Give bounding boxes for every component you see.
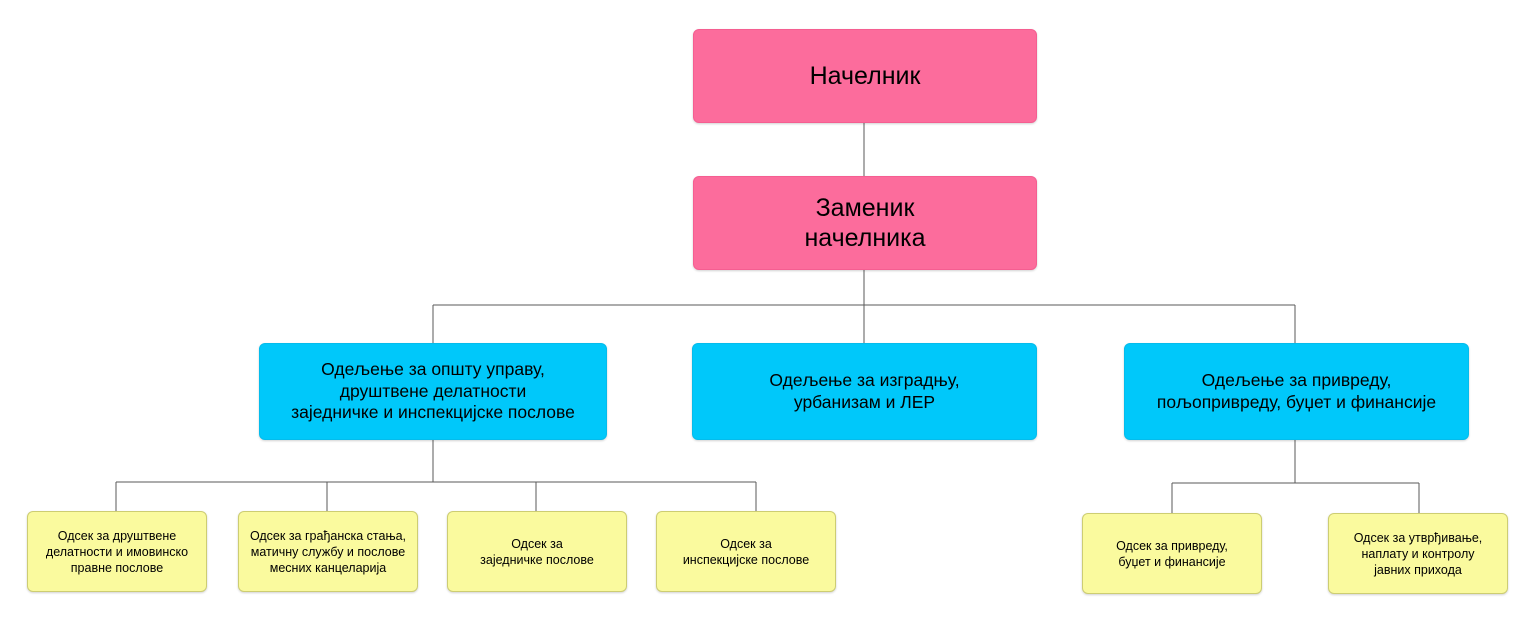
node-unit-common-affairs[interactable]: Одсек за заједничке послове: [447, 511, 627, 592]
node-chief[interactable]: Начелник: [693, 29, 1037, 123]
node-department-construction-urbanism[interactable]: Одељење за изградњу, урбанизам и ЛЕР: [692, 343, 1037, 440]
node-unit-economy-budget-finance[interactable]: Одсек за привреду, буџет и финансије: [1082, 513, 1262, 594]
node-unit-civil-status-registry[interactable]: Одсек за грађанска стања, матичну службу…: [238, 511, 418, 592]
node-department-economy-finance[interactable]: Одељење за привреду, пољопривреду, буџет…: [1124, 343, 1469, 440]
node-unit-inspection-affairs[interactable]: Одсек за инспекцијске послове: [656, 511, 836, 592]
node-department-general-administration[interactable]: Одељење за општу управу, друштвене делат…: [259, 343, 607, 440]
node-unit-public-revenue-control[interactable]: Одсек за утврђивање, наплату и контролу …: [1328, 513, 1508, 594]
node-unit-social-and-property-affairs[interactable]: Одсек за друштвене делатности и имовинск…: [27, 511, 207, 592]
node-deputy-chief[interactable]: Заменик начелника: [693, 176, 1037, 270]
